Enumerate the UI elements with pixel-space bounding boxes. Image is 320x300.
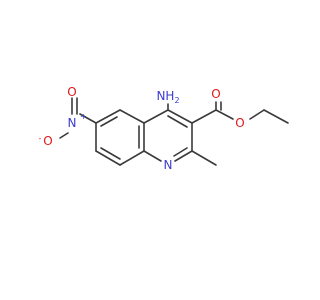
ester-group [191,101,289,124]
pyridine-ring [143,109,193,162]
ring-nitrogen-label: N [164,158,173,172]
nitro-nitrogen-label: N [68,116,77,130]
nitro-single-oxygen-label: O [43,134,52,148]
nitro-nitrogen-charge: + [80,112,87,121]
ester-oxygen-label: O [235,116,244,130]
molecule-structure: NH2 N O O N + O O - [39,85,289,172]
amino-group-label: NH2 [156,89,179,105]
nitro-oxygen-charge: - [39,134,42,143]
nitro-double-oxygen-label: O [67,85,76,99]
benzene-ring [95,109,145,166]
carbonyl-oxygen-label: O [211,87,220,101]
nitro-group [59,97,97,139]
methyl-bond [191,150,217,166]
